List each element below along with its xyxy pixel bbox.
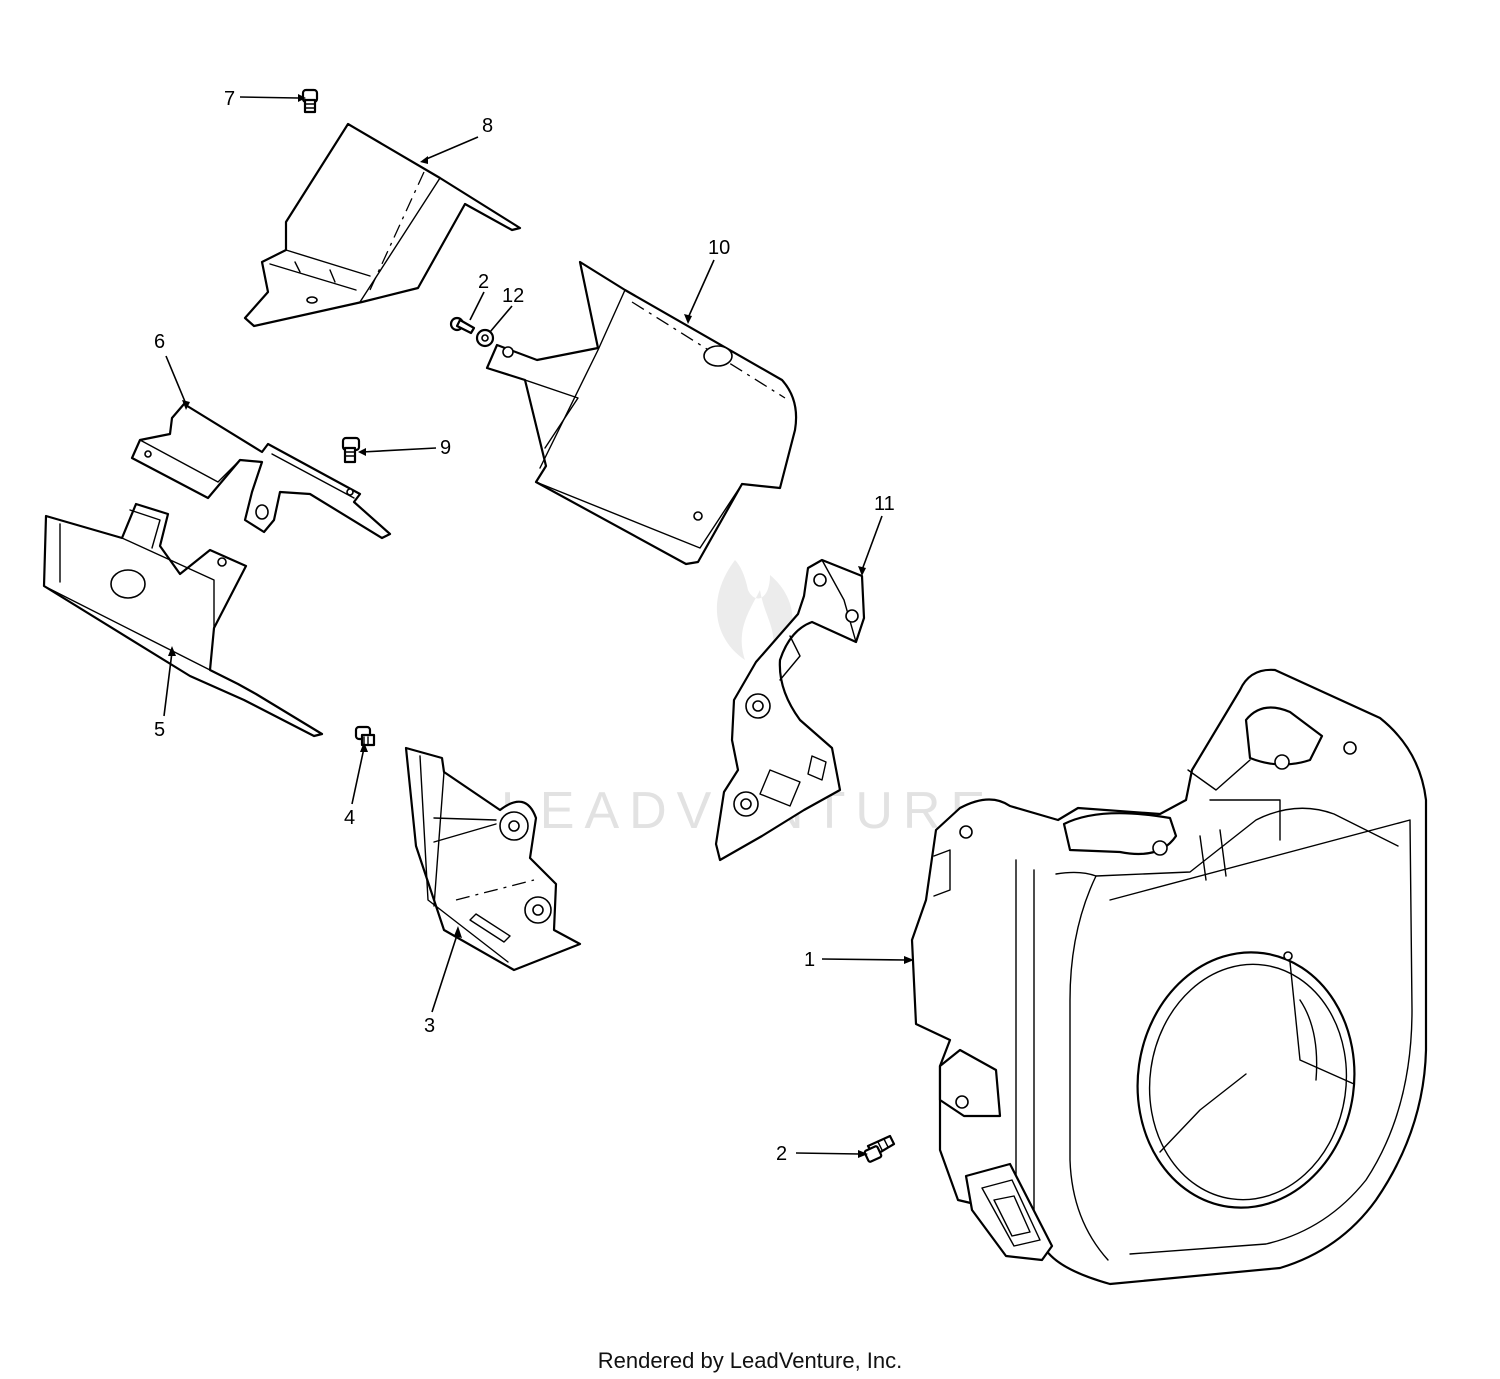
part-11-bracket bbox=[714, 558, 866, 862]
callout-1: 1 bbox=[804, 949, 815, 971]
part-6-baffle bbox=[130, 402, 392, 540]
part-5-shroud bbox=[42, 502, 324, 738]
footer-credit: Rendered by LeadVenture, Inc. bbox=[597, 1348, 903, 1373]
part-2-screw-lower bbox=[863, 1134, 896, 1163]
callout-3: 3 bbox=[424, 1015, 435, 1037]
part-2-screw-upper bbox=[449, 316, 476, 335]
callout-6: 6 bbox=[154, 331, 165, 353]
part-7-bolt bbox=[301, 88, 319, 114]
callout-9: 9 bbox=[440, 437, 451, 459]
part-10-shroud bbox=[485, 260, 798, 566]
callout-8: 8 bbox=[482, 115, 493, 137]
callout-11: 11 bbox=[874, 493, 895, 515]
leader-lines bbox=[163, 94, 914, 1158]
callout-labels: 7 8 10 2 12 6 9 11 5 4 3 1 2 bbox=[154, 88, 895, 1165]
part-12-star-washer bbox=[475, 328, 495, 348]
part-9-bolt bbox=[341, 436, 361, 464]
callout-7: 7 bbox=[224, 88, 235, 110]
callout-12: 12 bbox=[502, 285, 524, 307]
part-1-blower-housing bbox=[910, 668, 1428, 1286]
callout-4: 4 bbox=[344, 807, 355, 829]
callout-2-lower: 2 bbox=[776, 1143, 787, 1165]
part-4-bolt bbox=[354, 725, 376, 747]
callout-10: 10 bbox=[708, 237, 730, 259]
part-8-shroud bbox=[243, 122, 522, 328]
callout-5: 5 bbox=[154, 719, 165, 741]
part-3-bracket bbox=[404, 746, 582, 972]
callout-2-upper: 2 bbox=[478, 271, 489, 293]
